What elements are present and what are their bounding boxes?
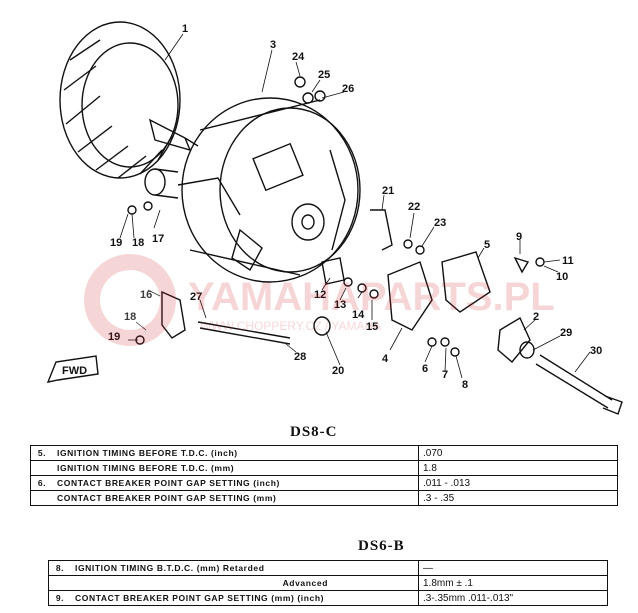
callout-labels: 1 2 3 4 5 6 7 8 9 10 11 12 13 14 15 16 1… <box>108 23 602 391</box>
spring-part <box>370 209 393 251</box>
table-row: 5. IGNITION TIMING BEFORE T.D.C. (inch) … <box>30 445 618 461</box>
row-num <box>48 575 71 591</box>
callout-15: 15 <box>366 321 378 333</box>
fastener-12 <box>321 257 345 285</box>
callout-19-lower: 19 <box>108 331 120 343</box>
row-num <box>30 460 53 476</box>
fastener-26 <box>314 90 326 102</box>
watermark: YAMAHAPARTS.PL WWW.CHOPPERY.CZ / YAMAHA <box>84 254 555 346</box>
row-num <box>30 490 53 506</box>
callout-19-upper: 19 <box>110 237 122 249</box>
callout-21: 21 <box>382 185 394 197</box>
callout-28: 28 <box>294 351 306 363</box>
fastener-8 <box>450 347 460 357</box>
row-label: IGNITION TIMING BEFORE T.D.C. (inch) <box>53 445 419 461</box>
callout-6: 6 <box>422 363 428 375</box>
row-label: CONTACT BREAKER POINT GAP SETTING (inch) <box>53 475 419 491</box>
row-num: 8. <box>48 560 71 576</box>
row-value: .070 <box>418 445 618 461</box>
svg-text:YAMAHAPARTS.PL: YAMAHAPARTS.PL <box>188 275 555 319</box>
row-label: CONTACT BREAKER POINT GAP SETTING (mm) <box>53 490 419 506</box>
breaker-plate <box>441 251 491 313</box>
ds8c-spec-table: 5. IGNITION TIMING BEFORE T.D.C. (inch) … <box>30 445 618 506</box>
callout-5: 5 <box>484 239 490 251</box>
fastener-6 <box>427 337 437 347</box>
row-value: — <box>418 560 608 576</box>
fastener-13 <box>343 277 353 287</box>
callout-18-lower: 18 <box>124 311 136 323</box>
fwd-arrow-icon: FWD <box>46 355 99 383</box>
row-label: IGNITION TIMING BEFORE T.D.C. (mm) <box>53 460 419 476</box>
row-label: Advanced <box>71 575 419 591</box>
row-value: 1.8 <box>418 460 618 476</box>
callout-17: 17 <box>152 233 164 245</box>
callout-18-upper: 18 <box>132 237 144 249</box>
ds8c-heading: DS8-C <box>290 424 338 440</box>
ds6b-heading: DS6-B <box>358 538 405 554</box>
callout-1: 1 <box>182 23 188 35</box>
row-value: .3-.35mm .011-.013" <box>418 590 608 606</box>
condenser-part <box>144 168 241 216</box>
bushing-part <box>313 316 331 336</box>
ds6b-spec-table: 8. IGNITION TIMING B.T.D.C. (mm) Retarde… <box>48 560 608 606</box>
table-row: Advanced 1.8mm ± .1 <box>48 575 608 591</box>
bracket-part <box>161 290 186 339</box>
callout-10: 10 <box>556 271 568 283</box>
long-bolt-part <box>535 354 623 415</box>
fastener-10 <box>535 257 545 267</box>
row-value: 1.8mm ± .1 <box>418 575 608 591</box>
callout-30: 30 <box>590 345 602 357</box>
callout-29: 29 <box>560 327 572 339</box>
callout-8: 8 <box>462 379 468 391</box>
rotor-part <box>59 21 199 179</box>
table-row: 9. CONTACT BREAKER POINT GAP SETTING (mm… <box>48 590 608 606</box>
row-label: CONTACT BREAKER POINT GAP SETTING (mm) (… <box>71 590 419 606</box>
fastener-23 <box>415 245 425 255</box>
rod-part <box>197 321 291 345</box>
callout-23: 23 <box>434 217 446 229</box>
table-row: CONTACT BREAKER POINT GAP SETTING (mm) .… <box>30 490 618 506</box>
callout-3: 3 <box>270 39 276 51</box>
callout-16: 16 <box>140 289 152 301</box>
row-value: .3 - .35 <box>418 490 618 506</box>
fastener-7 <box>440 337 450 347</box>
callout-4: 4 <box>382 353 389 365</box>
stator-plate <box>181 97 361 283</box>
callout-7: 7 <box>442 369 448 381</box>
callout-12: 12 <box>314 289 326 301</box>
fastener-18 <box>143 201 153 211</box>
fastener-9 <box>513 256 530 274</box>
cam-plate <box>497 316 531 363</box>
callout-27: 27 <box>190 291 202 303</box>
row-num: 5. <box>30 445 53 461</box>
washer-part <box>519 341 535 359</box>
table-row: 6. CONTACT BREAKER POINT GAP SETTING (in… <box>30 475 618 491</box>
breaker-assembly <box>387 261 433 331</box>
fastener-24 <box>294 76 306 88</box>
fastener-25 <box>302 92 314 104</box>
row-num: 6. <box>30 475 53 491</box>
fwd-label: FWD <box>62 365 87 377</box>
callout-26: 26 <box>342 83 354 95</box>
table-row: IGNITION TIMING BEFORE T.D.C. (mm) 1.8 <box>30 460 618 476</box>
callout-14: 14 <box>352 309 365 321</box>
row-value: .011 - .013 <box>418 475 618 491</box>
callout-25: 25 <box>318 69 330 81</box>
fastener-15 <box>369 289 379 299</box>
callout-11: 11 <box>562 255 574 267</box>
callout-2: 2 <box>533 311 539 323</box>
fastener-22 <box>403 239 413 249</box>
fastener-19 <box>127 205 137 215</box>
table-row: 8. IGNITION TIMING B.T.D.C. (mm) Retarde… <box>48 560 608 576</box>
callout-24: 24 <box>292 51 305 63</box>
row-label: IGNITION TIMING B.T.D.C. (mm) Retarded <box>71 560 419 576</box>
exploded-parts-diagram: FWD 1 2 3 4 5 6 7 8 9 10 11 12 13 14 15 … <box>46 21 623 415</box>
callout-22: 22 <box>408 201 420 213</box>
row-num: 9. <box>48 590 71 606</box>
svg-text:WWW.CHOPPERY.CZ / YAMAHA: WWW.CHOPPERY.CZ / YAMAHA <box>200 319 381 333</box>
callout-9: 9 <box>516 231 522 243</box>
callout-13: 13 <box>334 299 346 311</box>
callout-20: 20 <box>332 365 344 377</box>
